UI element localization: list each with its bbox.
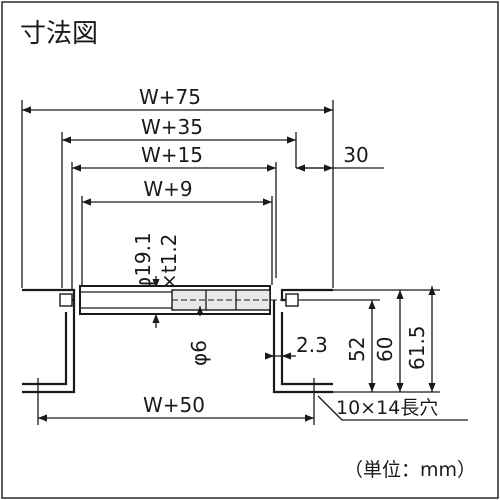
label-thirty: 30 (343, 143, 368, 167)
label-615: 61.5 (405, 325, 429, 370)
label-t12: ×t1.2 (157, 234, 181, 290)
label-w35: W+35 (141, 115, 203, 139)
label-w15: W+15 (141, 143, 203, 167)
leader-slot (317, 395, 343, 421)
bracket-left-inner (22, 300, 76, 394)
label-slot: 10×14長穴 (336, 397, 438, 419)
label-phi191: φ19.1 (131, 232, 155, 290)
label-w9: W+9 (143, 177, 192, 201)
label-23: 2.3 (296, 333, 328, 357)
unit-note: （単位：mm） (344, 459, 476, 481)
label-60: 60 (373, 337, 397, 362)
shaft-end-right (285, 293, 299, 307)
bracket-left-outer (22, 312, 68, 386)
drawing-title: 寸法図 (20, 19, 98, 49)
label-w75: W+75 (139, 85, 201, 109)
label-phi6: φ6 (187, 340, 211, 366)
label-52: 52 (345, 337, 369, 362)
bracket-right-outer (280, 312, 333, 386)
label-w50: W+50 (143, 393, 205, 417)
shaft-end-left (59, 293, 73, 307)
